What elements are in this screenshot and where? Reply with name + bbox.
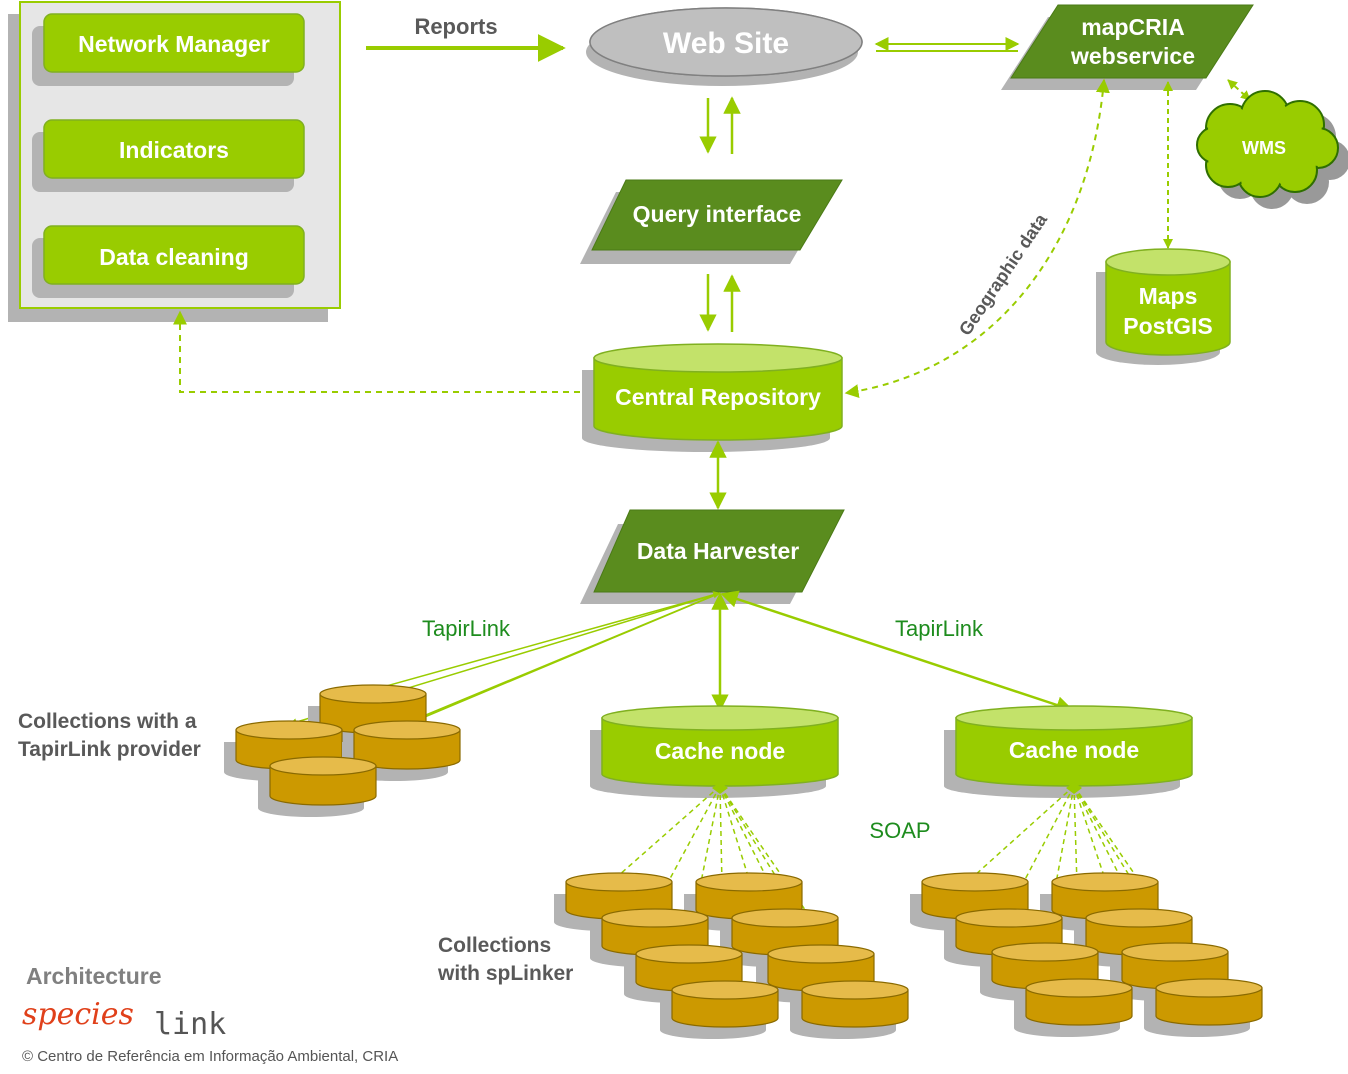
wms-label: WMS — [1242, 138, 1286, 158]
cache-node-right[interactable]: Cache node — [944, 705, 1193, 798]
architecture-label: Architecture — [26, 963, 161, 989]
data-cleaning-box[interactable]: Data cleaning — [32, 225, 305, 298]
geographic-data-label: Geographic data — [955, 209, 1052, 339]
data-cleaning-label: Data cleaning — [99, 244, 249, 270]
collections-tapir-label-line1: Collections with a — [18, 710, 197, 733]
logo-link-text: link — [154, 1007, 226, 1042]
tapirlink-label-left: TapirLink — [422, 616, 511, 641]
network-manager-box[interactable]: Network Manager — [32, 13, 305, 86]
cache-node-right-label: Cache node — [1009, 737, 1139, 763]
splinker-collection-cylinder — [756, 944, 875, 1003]
tapir-collections-group — [224, 684, 461, 817]
tapirlink-label-right: TapirLink — [895, 616, 984, 641]
website-mapcria-connector — [874, 37, 1020, 52]
indicators-box[interactable]: Indicators — [32, 119, 305, 192]
collections-tapir-label-line2: TapirLink provider — [18, 738, 201, 761]
maps-label-line2: PostGIS — [1123, 313, 1212, 339]
mapcria-label-line1: mapCRIA — [1081, 14, 1185, 40]
logo-species-text: species — [22, 997, 134, 1032]
network-manager-label: Network Manager — [78, 31, 270, 57]
collections-splinker-label-line1: Collections — [438, 934, 551, 957]
reports-label: Reports — [414, 14, 497, 39]
splinker-collection-cylinder — [790, 980, 909, 1039]
reports-connector: Reports — [366, 14, 566, 62]
website-query-connector — [699, 96, 741, 154]
harvester-cache-connectors — [711, 590, 1074, 714]
soap-label: SOAP — [869, 818, 930, 843]
splinker-collection-cylinder — [1144, 978, 1263, 1037]
mapcria-webservice-node[interactable]: mapCRIA webservice — [1001, 4, 1254, 90]
query-interface-node[interactable]: Query interface — [580, 179, 843, 264]
data-harvester-label: Data Harvester — [637, 538, 799, 564]
repository-panel-connector — [173, 310, 580, 393]
web-site-node[interactable]: Web Site — [586, 7, 863, 86]
splinker-collections-left — [554, 872, 909, 1039]
maps-postgis-node[interactable]: Maps PostGIS — [1096, 248, 1231, 365]
geographic-data-connector: Geographic data — [844, 78, 1110, 399]
cache-node-left-label: Cache node — [655, 738, 785, 764]
splinker-collections-right — [910, 872, 1263, 1037]
maps-label-line1: Maps — [1139, 283, 1198, 309]
wms-cloud-node[interactable]: WMS — [1196, 90, 1348, 209]
splinker-collection-cylinder — [1014, 978, 1133, 1037]
copyright-text: © Centro de Referência em Informação Amb… — [22, 1048, 398, 1065]
cache-node-left[interactable]: Cache node — [590, 705, 839, 798]
web-site-label: Web Site — [663, 27, 789, 60]
tapir-collection-cylinder — [258, 756, 377, 817]
query-interface-label: Query interface — [633, 201, 802, 227]
query-repository-connector — [699, 274, 741, 332]
mapcria-wms-connector — [1227, 79, 1251, 101]
indicators-label: Indicators — [119, 137, 229, 163]
splinker-collection-cylinder — [660, 980, 779, 1039]
central-repository-node[interactable]: Central Repository — [582, 343, 843, 452]
data-harvester-node[interactable]: Data Harvester — [580, 509, 845, 604]
mapcria-label-line2: webservice — [1070, 43, 1195, 69]
specieslink-logo: species link — [22, 997, 226, 1042]
collections-splinker-label-line2: with spLinker — [437, 962, 573, 985]
central-repository-label: Central Repository — [615, 384, 821, 410]
